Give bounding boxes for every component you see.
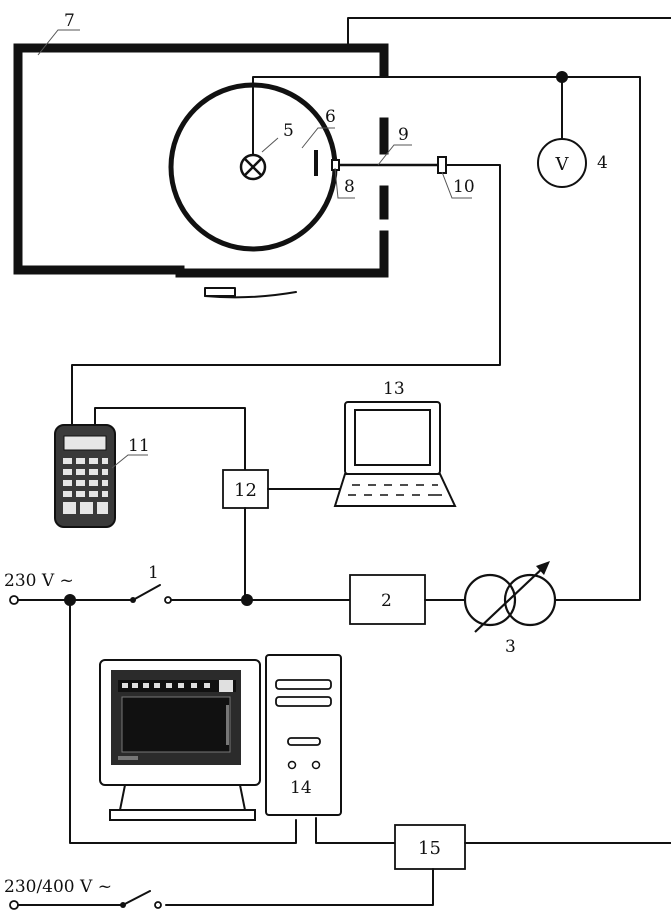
pc-device15-wire bbox=[315, 817, 396, 844]
label-10: 10 bbox=[453, 177, 475, 197]
laptop-icon bbox=[333, 401, 457, 507]
device15-supply-wire bbox=[165, 868, 434, 906]
label-6: 6 bbox=[325, 107, 336, 127]
desktop-computer-icon bbox=[99, 654, 342, 821]
label-15: 15 bbox=[418, 838, 441, 859]
label-11: 11 bbox=[128, 436, 150, 456]
label-7: 7 bbox=[64, 11, 75, 31]
lamp-symbol bbox=[239, 153, 267, 181]
label-13: 13 bbox=[383, 379, 405, 399]
label-14: 14 bbox=[290, 778, 312, 798]
variable-transformer-symbol bbox=[463, 561, 557, 633]
mains-pc-wire bbox=[69, 599, 297, 844]
fiber-to-meter bbox=[71, 164, 501, 426]
lamp-supply-wire bbox=[252, 76, 641, 601]
voltmeter-letter: V bbox=[555, 154, 570, 175]
label-12: 12 bbox=[234, 480, 257, 501]
handheld-meter-icon bbox=[54, 424, 116, 528]
mains-single-line bbox=[9, 584, 351, 606]
meter-interface-wire bbox=[94, 407, 246, 471]
enclosure bbox=[13, 43, 389, 299]
label-1: 1 bbox=[148, 563, 159, 583]
mains-single-label: 230 V ~ bbox=[4, 571, 74, 591]
stabilizer-box bbox=[349, 574, 426, 625]
top-return-wire bbox=[347, 17, 671, 49]
label-5: 5 bbox=[283, 121, 294, 141]
label-8: 8 bbox=[344, 177, 355, 197]
label-2: 2 bbox=[381, 591, 392, 611]
label-9: 9 bbox=[398, 125, 409, 145]
power-analyzer-box bbox=[394, 824, 466, 870]
label-4: 4 bbox=[597, 153, 608, 173]
label-3: 3 bbox=[505, 637, 516, 657]
voltmeter-symbol: V bbox=[537, 138, 587, 188]
junction-main bbox=[241, 594, 253, 606]
mains-three-label: 230/400 V ~ bbox=[4, 877, 112, 897]
junction-voltmeter bbox=[556, 71, 568, 83]
mains-three-line bbox=[9, 890, 162, 910]
fiber-connector bbox=[437, 156, 447, 174]
label-leaders bbox=[37, 29, 472, 469]
